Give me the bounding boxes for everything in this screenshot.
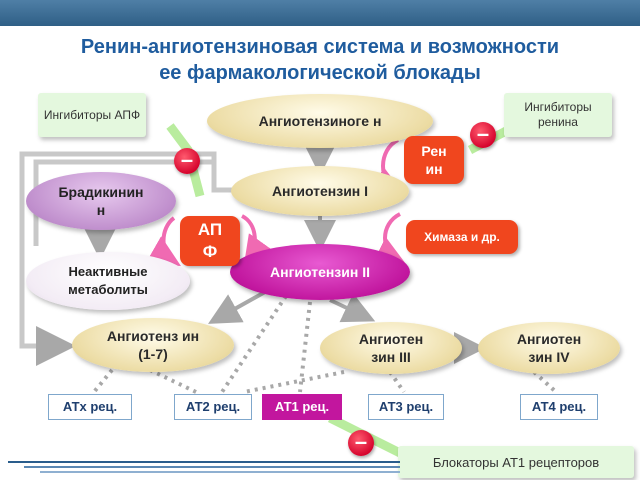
angiotensinogen-node: Ангиотензиноге н xyxy=(207,94,433,148)
minus-ace-inhibitor-icon: – xyxy=(174,148,200,174)
renin-enzyme: Рен ин xyxy=(404,136,464,184)
angiotensin4-node: Ангиотен зин IV xyxy=(478,322,620,374)
footer-lines xyxy=(8,461,400,473)
angiotensin3-node: Ангиотен зин III xyxy=(320,322,462,374)
receptor-at1: АТ1 рец. xyxy=(262,394,342,420)
dot-ang3-to-at2 xyxy=(243,370,345,394)
page-title: Ренин-ангиотензиновая система и возможно… xyxy=(0,34,640,86)
ace-inhibitors-label: Ингибиторы АПФ xyxy=(43,107,141,122)
angiotensin4-label: Ангиотен зин IV xyxy=(516,331,582,365)
angiotensin2-node: Ангиотензин II xyxy=(230,244,410,300)
apf-label: АП Ф xyxy=(197,220,223,261)
angiotensinogen-label: Ангиотензиноге н xyxy=(258,113,382,129)
title-line-1: Ренин-ангиотензиновая система и возможно… xyxy=(80,36,560,58)
minus-renin-inhibitor-icon: – xyxy=(470,122,496,148)
title-line-2: ее фармакологической блокады xyxy=(159,62,481,84)
ace-inhibitors-box: Ингибиторы АПФ xyxy=(38,93,146,137)
arrow-ang1-to-ang17 xyxy=(19,151,232,366)
inactive-metabolites-label: Неактивные метаболиты xyxy=(68,264,148,297)
renin-inhibitors-box: Ингибиторы ренина xyxy=(504,93,612,137)
minus-at1-blocker-icon: – xyxy=(348,430,374,456)
receptor-at2-label: АТ2 рец. xyxy=(185,399,241,414)
receptor-at4-label: АТ4 рец. xyxy=(531,399,587,414)
apf-left-curve xyxy=(145,216,181,266)
dot-ang17-to-atx xyxy=(92,368,114,394)
angiotensin3-label: Ангиотен зин III xyxy=(358,331,424,365)
arrow-ang2-to-ang3 xyxy=(329,293,376,323)
chymase-enzyme: Химаза и др. xyxy=(406,220,518,254)
receptor-at1-label: АТ1 рец. xyxy=(274,399,330,414)
receptor-atx: АТx рец. xyxy=(48,394,132,420)
bradykinin-label: Брадикинин н xyxy=(58,184,144,218)
bradykinin-node: Брадикинин н xyxy=(26,172,176,230)
angiotensin2-label: Ангиотензин II xyxy=(270,264,370,280)
inactive-metabolites-node: Неактивные метаболиты xyxy=(26,252,190,310)
arrow-ang2-to-ang17 xyxy=(208,290,266,324)
at1-blockers-label: Блокаторы АТ1 рецепторов xyxy=(432,454,600,470)
angiotensin17-node: Ангиотенз ин (1-7) xyxy=(72,318,234,372)
header-bar xyxy=(0,0,640,26)
receptor-at3-label: АТ3 рец. xyxy=(378,399,434,414)
angiotensin17-label: Ангиотенз ин (1-7) xyxy=(106,328,200,362)
apf-enzyme: АП Ф xyxy=(180,216,240,266)
dot-ang3-to-at3 xyxy=(388,370,406,394)
chymase-label: Химаза и др. xyxy=(424,229,500,244)
dot-ang2-to-at2 xyxy=(220,294,288,394)
receptor-at3: АТ3 рец. xyxy=(368,394,444,420)
receptor-at2: АТ2 рец. xyxy=(174,394,252,420)
loop-inner xyxy=(33,159,214,246)
receptor-at4: АТ4 рец. xyxy=(520,394,598,420)
angiotensin1-node: Ангиотензин I xyxy=(231,166,409,216)
angiotensin1-label: Ангиотензин I xyxy=(271,183,369,199)
dot-ang4-to-at4 xyxy=(532,370,558,394)
receptor-atx-label: АТx рец. xyxy=(62,399,118,414)
renin-inhibitors-label: Ингибиторы ренина xyxy=(524,100,592,129)
at1-blockers-box: Блокаторы АТ1 рецепторов xyxy=(398,446,634,478)
renin-label: Рен ин xyxy=(421,143,447,177)
dot-ang17-to-at2 xyxy=(149,368,197,394)
